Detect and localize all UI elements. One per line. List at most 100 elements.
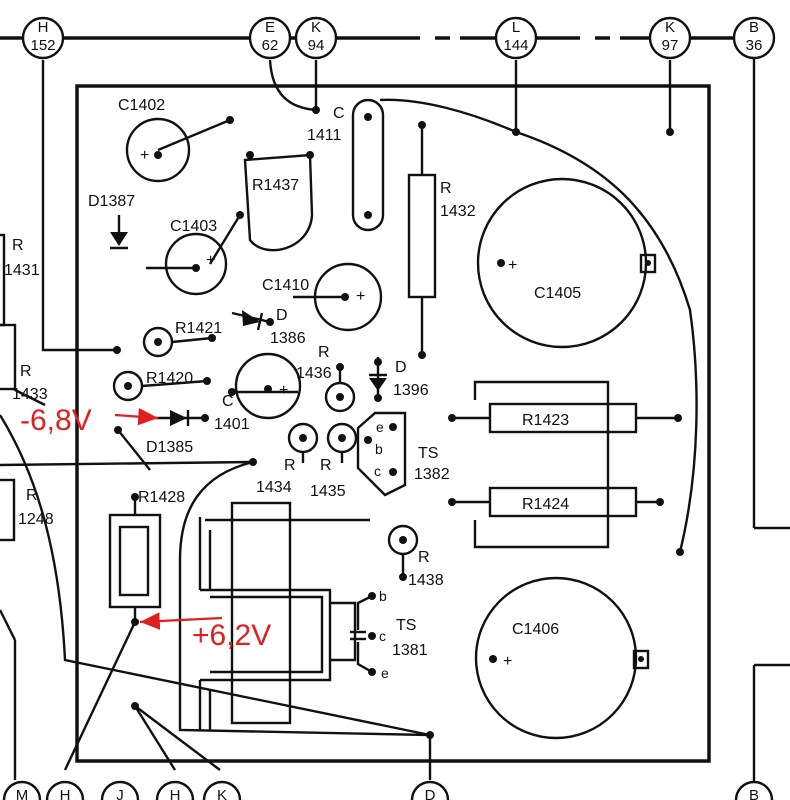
label-d1396b: 1396 [393, 382, 429, 399]
label-ts1382b: 1382 [414, 466, 450, 483]
label-r1431b: 1431 [4, 262, 40, 279]
svg-text:+: + [508, 257, 517, 274]
label-r1436a: R [318, 344, 330, 361]
svg-text:94: 94 [308, 37, 325, 54]
svg-text:+: + [503, 653, 512, 670]
svg-text:152: 152 [30, 37, 55, 54]
label-r1421: R1421 [175, 320, 222, 337]
pin-labels: e b c b c e [374, 419, 389, 681]
label-d1396a: D [395, 359, 407, 376]
svg-text:+: + [356, 288, 365, 305]
label-ts1381b: 1381 [392, 642, 428, 659]
svg-text:-6,8V: -6,8V [20, 404, 92, 437]
svg-text:97: 97 [662, 37, 679, 54]
capacitor-c1401: + [228, 352, 302, 420]
svg-text:H: H [38, 19, 49, 36]
connector-k94: K 94 [294, 16, 338, 60]
connector-l144: L 144 [494, 16, 538, 60]
diode-d1385 [114, 410, 209, 434]
label-r1437: R1437 [252, 177, 299, 194]
label-r1435a: R [320, 457, 332, 474]
resistor-r1434 [287, 422, 319, 463]
label-r1434a: R [284, 457, 296, 474]
connector-bottom-j: J [100, 780, 140, 800]
svg-text:36: 36 [746, 37, 763, 54]
capacitor-c1406: + [474, 576, 650, 740]
capacitor-c1402: + [125, 116, 234, 183]
label-d1386b: 1386 [270, 330, 306, 347]
label-r1420: R1420 [146, 370, 193, 387]
svg-text:62: 62 [262, 37, 279, 54]
label-r1436b: 1436 [296, 365, 332, 382]
right-edge [752, 50, 790, 790]
resistor-r1437 [243, 151, 314, 252]
label-r1432a: R [440, 180, 452, 197]
connector-e62: E 62 [248, 16, 292, 60]
svg-text:K: K [311, 19, 321, 36]
label-r1428: R1428 [138, 489, 185, 506]
voltage-annotation-neg: -6,8V [20, 404, 159, 437]
connector-b36: B 36 [732, 16, 776, 60]
connector-bottom-h1: H [45, 780, 85, 800]
label-d1387: D1387 [88, 193, 135, 210]
resistor-r1420 [112, 370, 211, 402]
resistor-r1424 [448, 486, 664, 518]
label-ts1381a: TS [396, 617, 416, 634]
connector-bottom-d: D [410, 780, 450, 800]
connector-bottom-h2: H [155, 780, 195, 800]
svg-text:J: J [116, 787, 124, 800]
resistor-r1421 [142, 326, 216, 358]
heatsink-ts1381 [198, 501, 376, 730]
svg-text:K: K [217, 787, 227, 800]
label-ts1382a: TS [418, 445, 438, 462]
label-d1385: D1385 [146, 439, 193, 456]
connector-bottom-b: B [734, 780, 774, 800]
label-r1433a: R [20, 363, 32, 380]
label-d1386a: D [276, 307, 288, 324]
component-labels: C1402 D1387 C1403 R 1431 C 1411 R1437 R … [4, 97, 581, 659]
voltage-annotation-pos: +6,2V [139, 612, 271, 652]
resistor-r1436 [324, 363, 356, 413]
capacitor-c1411 [351, 98, 385, 232]
diode-d1387 [110, 215, 128, 250]
capacitor-c1405: + [476, 177, 657, 349]
label-r1248b: 1248 [18, 511, 54, 528]
label-r1248a: R [26, 487, 38, 504]
connector-k97: K 97 [648, 16, 692, 60]
svg-text:+6,2V: +6,2V [192, 619, 271, 652]
label-c1406: C1406 [512, 621, 559, 638]
svg-text:144: 144 [503, 37, 528, 54]
pin-c-ts1382: c [374, 463, 381, 479]
label-r1431a: R [12, 237, 24, 254]
label-c1405: C1405 [534, 285, 581, 302]
label-r1424: R1424 [522, 496, 569, 513]
label-r1434b: 1434 [256, 479, 292, 496]
svg-text:B: B [749, 19, 759, 36]
label-r1433b: 1433 [12, 386, 48, 403]
board-outline [75, 84, 711, 763]
diode-d1386 [231, 310, 274, 331]
label-c1401a: C [222, 393, 234, 410]
label-c1411b: 1411 [307, 127, 342, 144]
label-r1435b: 1435 [310, 483, 346, 500]
label-r1423: R1423 [522, 412, 569, 429]
svg-text:H: H [170, 787, 181, 800]
label-c1402: C1402 [118, 97, 165, 114]
pin-b-ts1382: b [375, 441, 383, 457]
label-r1432b: 1432 [440, 203, 476, 220]
resistor-r1435 [326, 422, 358, 463]
connector-bottom-k: K [202, 780, 242, 800]
capacitor-c1410: + [293, 262, 383, 332]
wires [0, 59, 698, 780]
transistor-ts1382 [356, 411, 407, 497]
label-c1411a: C [333, 105, 345, 122]
junction-dots [113, 106, 684, 739]
connector-h152: H 152 [21, 16, 65, 60]
resistor-r1438 [387, 524, 419, 581]
resistor-r1428 [108, 493, 162, 626]
pin-e-ts1382: e [376, 419, 384, 435]
svg-text:B: B [749, 787, 759, 800]
svg-text:+: + [140, 147, 149, 164]
pin-e-ts1381: e [381, 665, 389, 681]
